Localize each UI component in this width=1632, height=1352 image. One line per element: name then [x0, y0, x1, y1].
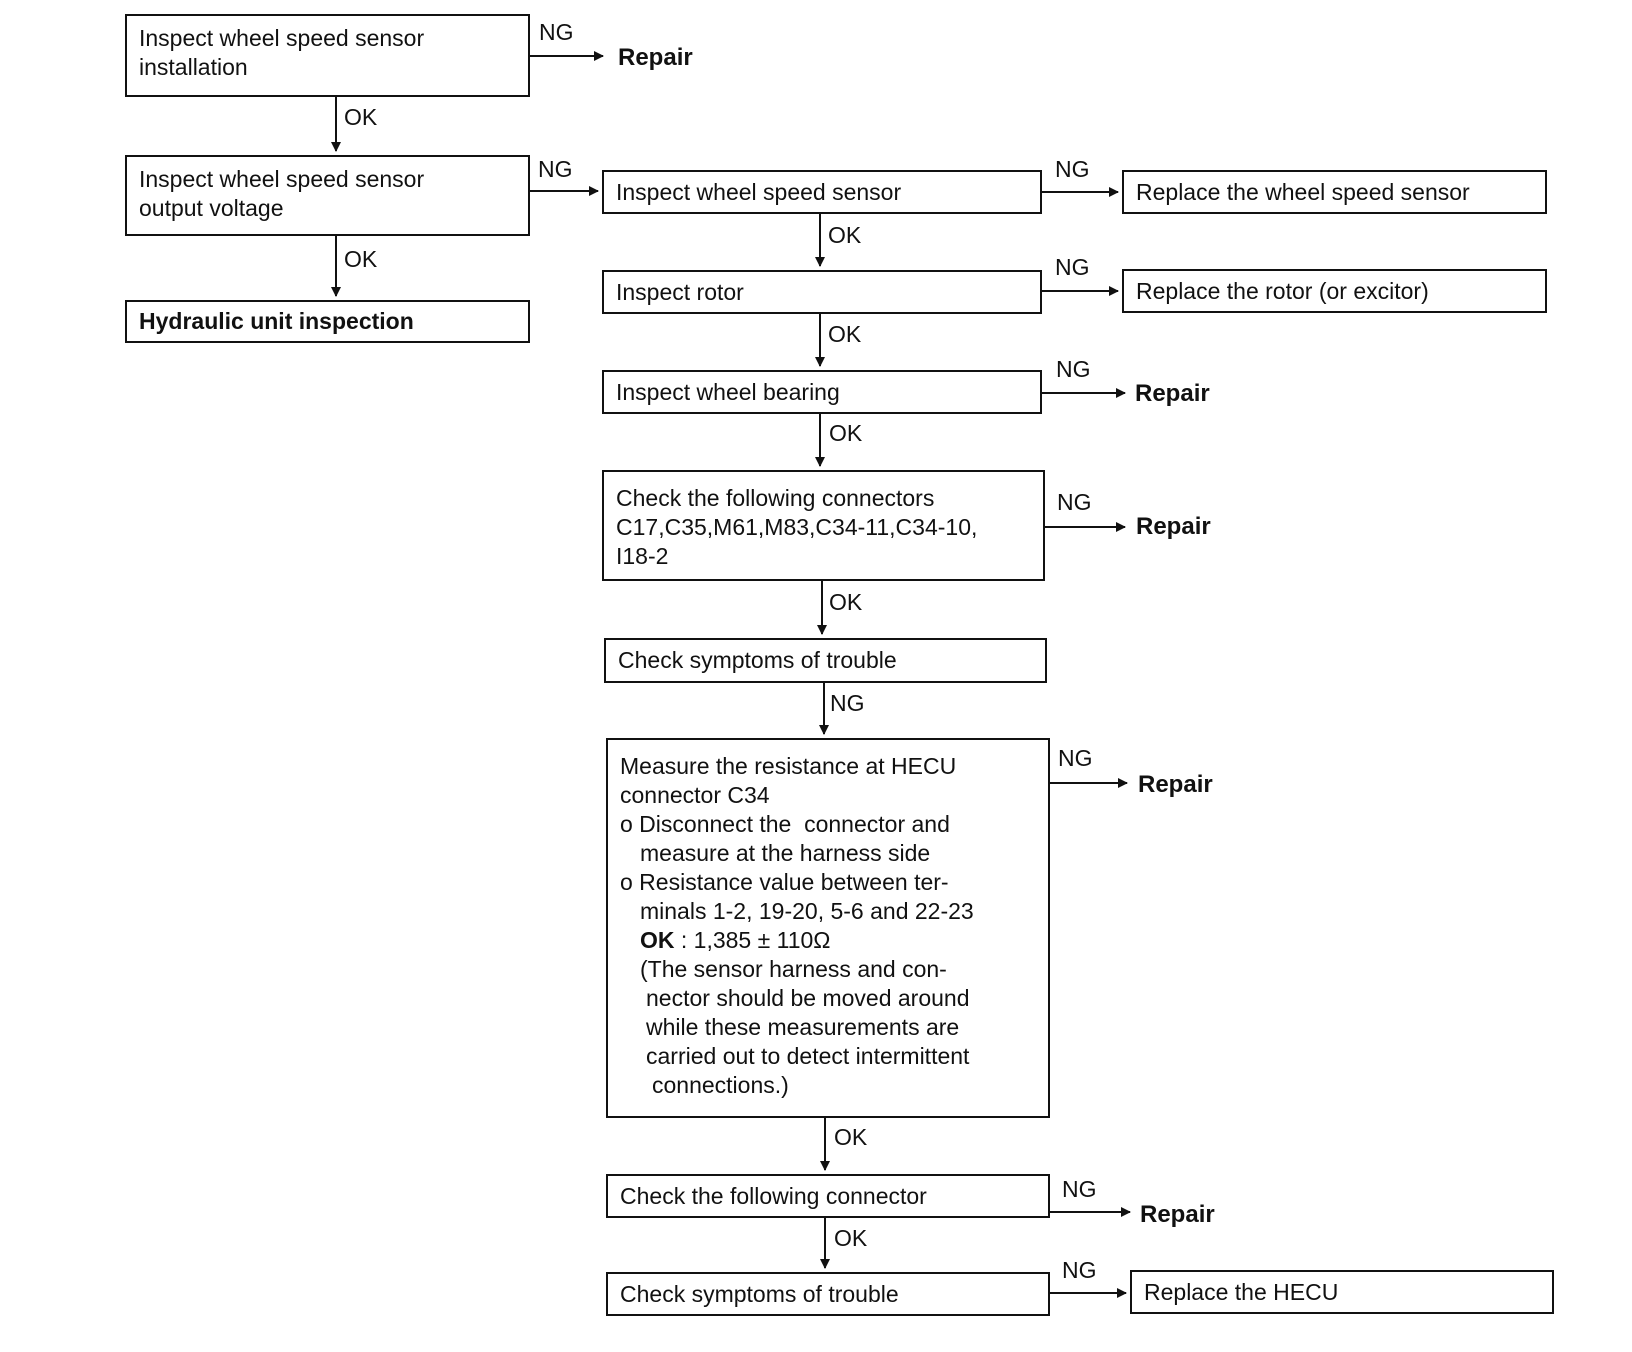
node-text: Inspect wheel bearing	[616, 379, 840, 405]
node-replace-hecu: Replace the HECU	[1130, 1270, 1554, 1314]
ok-spec: OK : 1,385 ± 110Ω	[620, 926, 1036, 955]
ng-label: NG	[1056, 356, 1091, 382]
node-inspect-sensor-installation: Inspect wheel speed sensor installation	[125, 14, 530, 97]
node-inspect-rotor: Inspect rotor	[602, 270, 1042, 314]
ok-label: OK	[834, 1225, 868, 1251]
node-text: Replace the wheel speed sensor	[1136, 179, 1470, 205]
bullet-text: o Disconnect the connector and	[620, 811, 950, 837]
node-text: Replace the HECU	[1144, 1279, 1339, 1305]
node-check-symptoms-2: Check symptoms of trouble	[606, 1272, 1050, 1316]
ng-label: NG	[1062, 1257, 1097, 1283]
node-text: connector C34	[620, 782, 770, 808]
repair-label: Repair	[1136, 513, 1211, 540]
ok-spec-label: OK	[640, 927, 675, 953]
node-text: Inspect rotor	[616, 279, 744, 305]
ok-label: OK	[344, 246, 378, 272]
node-measure-resistance: Measure the resistance at HECU connector…	[606, 738, 1050, 1118]
node-text: Replace the rotor (or excitor)	[1136, 278, 1429, 304]
ng-label: NG	[1058, 745, 1093, 771]
repair-label: Repair	[1140, 1201, 1215, 1228]
ng-label: NG	[1055, 254, 1090, 280]
node-replace-wheel-speed-sensor: Replace the wheel speed sensor	[1122, 170, 1547, 214]
node-hydraulic-unit-inspection: Hydraulic unit inspection	[125, 300, 530, 343]
repair-label: Repair	[1135, 380, 1210, 407]
ok-label: OK	[828, 321, 862, 347]
ok-label: OK	[829, 420, 863, 446]
node-text: Hydraulic unit inspection	[139, 308, 414, 334]
ok-label: OK	[834, 1124, 868, 1150]
node-text: Check the following connector	[620, 1183, 927, 1209]
ok-spec-value: : 1,385 ± 110Ω	[674, 927, 831, 953]
node-text: Check the following connectors	[616, 485, 935, 511]
node-check-symptoms-1: Check symptoms of trouble	[604, 638, 1047, 683]
bullet-text: measure at the harness side	[640, 840, 931, 866]
node-inspect-sensor-output-voltage: Inspect wheel speed sensor output voltag…	[125, 155, 530, 236]
ng-label: NG	[830, 690, 865, 716]
node-inspect-wheel-bearing: Inspect wheel bearing	[602, 370, 1042, 414]
repair-label: Repair	[1138, 771, 1213, 798]
note-text: carried out to detect intermittent	[646, 1043, 970, 1069]
ng-label: NG	[539, 19, 574, 45]
node-text: Inspect wheel speed sensor	[139, 166, 425, 192]
node-text: output voltage	[139, 195, 284, 221]
note-text: (The sensor harness and con-	[640, 956, 947, 982]
ng-label: NG	[538, 156, 573, 182]
repair-label: Repair	[618, 44, 693, 71]
bullet-text: minals 1-2, 19-20, 5-6 and 22-23	[640, 898, 974, 924]
node-text: Check symptoms of trouble	[618, 647, 897, 673]
node-replace-rotor: Replace the rotor (or excitor)	[1122, 269, 1547, 313]
ok-label: OK	[828, 222, 862, 248]
note-text: connections.)	[652, 1072, 789, 1098]
node-text: Measure the resistance at HECU	[620, 753, 957, 779]
node-check-connector: Check the following connector	[606, 1174, 1050, 1218]
ok-label: OK	[344, 104, 378, 130]
node-text: Inspect wheel speed sensor	[139, 25, 425, 51]
note-text: while these measurements are	[646, 1014, 960, 1040]
node-text: installation	[139, 54, 248, 80]
node-check-connectors: Check the following connectors C17,C35,M…	[602, 470, 1045, 581]
ng-label: NG	[1055, 156, 1090, 182]
ok-label: OK	[829, 589, 863, 615]
ng-label: NG	[1057, 489, 1092, 515]
ng-label: NG	[1062, 1176, 1097, 1202]
note-text: nector should be moved around	[646, 985, 970, 1011]
node-text: Inspect wheel speed sensor	[616, 179, 902, 205]
node-text: C17,C35,M61,M83,C34-11,C34-10,	[616, 514, 978, 540]
node-text: Check symptoms of trouble	[620, 1281, 899, 1307]
node-text: I18-2	[616, 543, 669, 569]
bullet-text: o Resistance value between ter-	[620, 869, 949, 895]
node-inspect-wheel-speed-sensor: Inspect wheel speed sensor	[602, 170, 1042, 214]
